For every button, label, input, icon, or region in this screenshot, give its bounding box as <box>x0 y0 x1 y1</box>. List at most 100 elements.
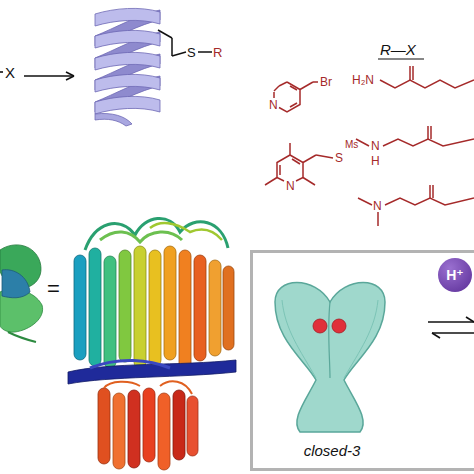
protein-structure-part <box>179 250 191 370</box>
atom-label: N <box>373 200 382 212</box>
protein-structure-part <box>164 246 176 360</box>
capsule-shape-part <box>329 302 330 378</box>
pyridine-structure-part <box>303 155 316 163</box>
pyridine-structure-part <box>316 155 333 158</box>
amine-structure-part <box>429 185 431 198</box>
atom-label: S <box>187 46 196 59</box>
proton-label: H⁺ <box>446 268 464 282</box>
protein-structure <box>68 218 236 470</box>
equals-sign: = <box>47 278 60 300</box>
helix-ribbon-part <box>95 52 160 70</box>
amine-structure <box>356 66 474 226</box>
pyridine-structure-part <box>279 82 300 112</box>
helix-ribbon <box>95 8 160 126</box>
protein-structure-part <box>8 332 36 342</box>
atom-label: S <box>335 152 343 164</box>
helix-ribbon-part <box>95 113 132 126</box>
reaction-arrow-part <box>0 71 3 73</box>
protein-structure-part <box>98 388 110 464</box>
protein-structure-part <box>90 360 170 368</box>
protein-structure-part <box>89 248 101 366</box>
protein-structure-part <box>100 232 182 242</box>
pyridine-structure-part <box>265 178 277 186</box>
protein-structure-part <box>113 393 125 469</box>
equilibrium-arrows <box>428 317 474 338</box>
atom-label: Br <box>320 76 332 88</box>
side-chain-bond-part <box>198 51 212 53</box>
protein-structure-part <box>150 223 222 240</box>
protein-structure-part <box>158 393 170 470</box>
protein-structure <box>0 245 43 342</box>
reagent-heading: R—X <box>380 42 416 57</box>
protein-structure-part <box>104 256 116 368</box>
amine-structure-part <box>380 80 474 88</box>
amine-structure-part <box>409 66 411 80</box>
pyridine-structure-part <box>300 82 313 90</box>
pyridine-structure-part <box>273 92 275 98</box>
pyridine-structure-part <box>289 143 291 155</box>
atom-label: H <box>371 155 380 167</box>
amine-structure-part <box>427 126 429 139</box>
helix-ribbon-part <box>95 30 160 48</box>
protein-structure-part <box>223 266 234 350</box>
amine-structure-part <box>385 198 474 205</box>
side-chain-bond <box>158 30 212 56</box>
protein-structure-part <box>85 218 228 250</box>
atom-label: H₂N <box>352 74 374 86</box>
heading-underline <box>378 58 424 59</box>
pyridine-structure-part <box>303 178 315 186</box>
capsule-shape-part <box>282 300 378 378</box>
protein-structure-part <box>187 396 198 456</box>
amine-structure-part <box>430 126 432 139</box>
atom-label: N <box>269 99 278 111</box>
protein-structure-part <box>74 255 86 360</box>
amine-structure-part <box>383 139 474 146</box>
proton-circle: H⁺ <box>438 258 472 292</box>
amine-structure-part <box>358 198 372 205</box>
helix-ribbon-part <box>95 8 160 26</box>
amine-structure-part <box>377 212 379 226</box>
reaction-arrow-part <box>24 75 74 77</box>
pyridine-structure-part <box>277 155 290 181</box>
equilibrium-arrows-part <box>466 317 474 322</box>
pyridine-structure-part <box>274 86 279 91</box>
capsule-shape <box>275 283 385 433</box>
atom-label: N <box>286 180 295 192</box>
capsule-shape-part <box>332 319 346 333</box>
equilibrium-arrows-part <box>432 332 474 334</box>
protein-structure-part <box>149 250 161 366</box>
capsule-shape-part <box>313 319 327 333</box>
protein-structure-part <box>194 255 206 361</box>
pyridine-structure-part <box>290 155 303 181</box>
side-chain-bond-part <box>158 30 172 38</box>
protein-structure-part <box>128 390 140 468</box>
state-panel: closed-3 H⁺ <box>250 250 474 471</box>
atom-label: N <box>371 140 380 152</box>
helix-ribbon-part <box>95 96 160 114</box>
pyridine-structure-part <box>279 165 281 175</box>
protein-structure-part <box>119 250 131 362</box>
equilibrium-arrows-part <box>428 321 474 323</box>
pyridine-structure-part <box>290 103 297 107</box>
group-label: Ms <box>345 140 358 150</box>
pyridine-structure-part <box>292 159 300 164</box>
pyridine-structure <box>265 143 333 185</box>
equilibrium-arrows-part <box>432 333 440 338</box>
protein-structure-part <box>209 260 221 356</box>
side-chain-bond-part <box>172 52 186 56</box>
pyridine-structure-part <box>313 81 318 83</box>
protein-structure-part <box>68 360 236 384</box>
helix-ribbon-part <box>95 74 160 92</box>
protein-structure-part <box>143 388 155 462</box>
protein-structure-part <box>134 246 146 368</box>
protein-structure-part <box>2 270 30 298</box>
pyridine-structure <box>274 82 318 112</box>
state-caption: closed-3 <box>253 443 411 458</box>
amine-structure-part <box>412 66 414 80</box>
pyridine-structure-part <box>279 82 287 86</box>
amine-structure-part <box>432 185 434 198</box>
leaving-group: X <box>5 65 15 80</box>
protein-structure-part <box>104 381 192 394</box>
